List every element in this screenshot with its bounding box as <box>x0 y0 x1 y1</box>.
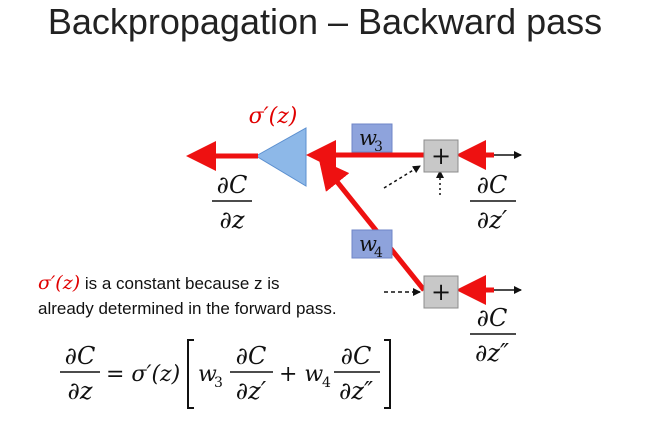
eq-plus-w4-base: + w <box>279 362 323 387</box>
eq-w3-base: w <box>198 362 217 387</box>
sum-node-lower: + <box>423 275 459 309</box>
note-line2: already determined in the forward pass. <box>38 299 337 318</box>
eq-left-bracket <box>187 339 194 409</box>
chain-rule-equation: ∂C ∂z = σ′(z) w 3 ∂C ∂z′ + w 4 ∂C ∂z″ <box>60 339 391 409</box>
eq-frac2-numerator: ∂C <box>341 342 372 370</box>
note-line1: σ′(z) is a constant because z is <box>38 272 280 294</box>
gradient-left-denominator: ∂z <box>219 206 244 234</box>
weight-box-w3: w 3 <box>351 123 393 155</box>
dashed-line-upper-diagonal <box>383 165 421 189</box>
eq-frac2-denominator: ∂z″ <box>339 377 373 405</box>
eq-w4-subscript: 4 <box>322 375 331 391</box>
gradient-lower-right: ∂C ∂z″ <box>470 304 516 367</box>
weight-w4-base: w <box>359 232 377 256</box>
eq-w3-subscript: 3 <box>214 375 223 391</box>
note-sigma: σ′(z) <box>38 272 80 294</box>
explanation-note: σ′(z) is a constant because z is already… <box>38 272 337 318</box>
eq-equals-sigma: = σ′(z) <box>106 362 180 387</box>
eq-right-bracket <box>384 339 391 409</box>
weight-box-w4: w 4 <box>351 229 393 261</box>
gradient-left-numerator: ∂C <box>217 171 248 199</box>
arrow-lower-to-neuron <box>318 159 426 292</box>
neuron-derivative-label: σ′(z) <box>249 104 298 129</box>
gradient-upper-denominator: ∂z′ <box>477 206 508 234</box>
sum-node-upper: + <box>423 139 459 173</box>
sum-node-lower-symbol: + <box>431 278 451 306</box>
gradient-lower-numerator: ∂C <box>477 304 508 332</box>
eq-lhs-numerator: ∂C <box>65 342 96 370</box>
weight-w3-subscript: 3 <box>374 139 383 155</box>
weight-w3-base: w <box>359 126 377 150</box>
neuron-triangle <box>255 127 307 187</box>
sum-node-upper-symbol: + <box>431 142 451 170</box>
slide-title: Backpropagation – Backward pass <box>48 1 602 42</box>
eq-frac1-numerator: ∂C <box>236 342 267 370</box>
gradient-upper-right: ∂C ∂z′ <box>470 171 516 234</box>
gradient-upper-numerator: ∂C <box>477 171 508 199</box>
eq-frac1-denominator: ∂z′ <box>236 377 267 405</box>
note-line1-rest: is a constant because z is <box>80 274 279 293</box>
gradient-lower-denominator: ∂z″ <box>475 339 509 367</box>
weight-w4-subscript: 4 <box>374 245 383 261</box>
eq-lhs-denominator: ∂z <box>67 377 92 405</box>
gradient-left: ∂C ∂z <box>212 171 252 234</box>
